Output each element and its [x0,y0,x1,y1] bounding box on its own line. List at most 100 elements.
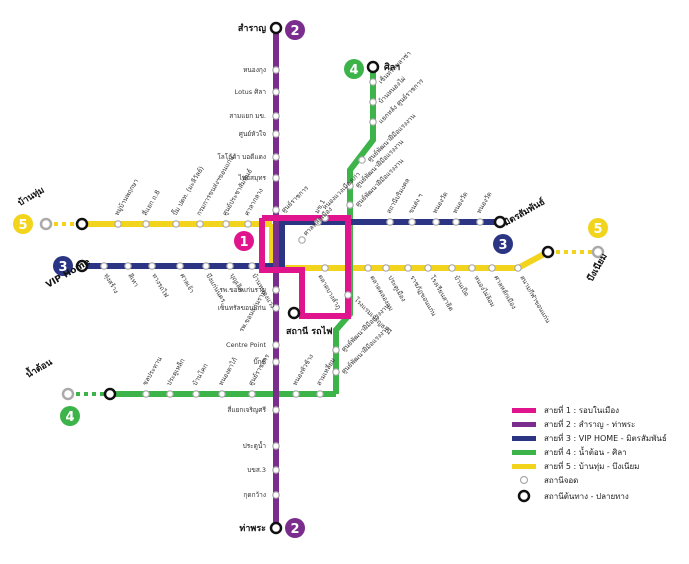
station-dot-l2-5[interactable] [272,174,280,182]
station-dot-l4v-6[interactable] [332,346,340,354]
station-label-l2-13: ประตูน้ำ [243,441,267,450]
station-dot-l4h-2[interactable] [192,390,200,398]
station-dot-l2-9[interactable] [272,304,280,312]
terminal-south[interactable] [269,521,283,535]
station-dot-l5e-6[interactable] [488,264,496,272]
station-dot-l3e-0[interactable] [314,218,322,226]
station-dot-l2-4[interactable] [272,153,280,161]
terminals [39,21,605,535]
station-dot-l4v-3[interactable] [358,156,366,164]
terminal-banthum[interactable] [75,217,89,231]
station-dot-l2-11[interactable] [272,358,280,366]
station-dot-l3w-5[interactable] [226,262,234,270]
terminal-namton-ext[interactable] [61,387,75,401]
line-4 [68,67,376,397]
terminal-viphome[interactable] [75,259,89,273]
station-label-l3e-5: หนองวัด [475,190,494,215]
station-dot-l4h-0[interactable] [142,390,150,398]
station-dot-l4h-1[interactable] [166,390,174,398]
station-dot-l3e-3[interactable] [432,218,440,226]
station-dot-l5e-2[interactable] [404,264,412,272]
station-label-l4h-2: บ้านโคก [191,362,210,387]
terminal-mitrsamphan[interactable] [493,215,507,229]
terminal-buengniam[interactable] [591,245,605,259]
station-dot-l4v-1[interactable] [369,98,377,106]
station-dot-l3w-4[interactable] [202,262,210,270]
svg-text:สถานีจอด: สถานีจอด [544,476,578,485]
station-dot-l2-13[interactable] [272,442,280,450]
station-dot-l1-3[interactable] [344,291,352,299]
label-banthum: บ้านทุ่ม [16,185,46,209]
station-dot-l2-1[interactable] [272,88,280,96]
station-dot-l3e-2[interactable] [408,218,416,226]
station-dot-l2-12[interactable] [272,406,280,414]
station-dot-l4h-5[interactable] [292,390,300,398]
badge-line-4-bottom [60,406,80,426]
station-dot-l4v-5[interactable] [346,201,354,209]
station-dot-l4h-4[interactable] [248,390,256,398]
label-south: ท่าพระ [239,523,266,534]
station-dot-l4v-0[interactable] [369,78,377,86]
station-dot-l4v-2[interactable] [369,118,377,126]
station-dot-l1-0[interactable] [298,236,306,244]
station-dot-l4h-3[interactable] [218,390,226,398]
station-dot-l5e-5[interactable] [468,264,476,272]
svg-text:4: 4 [349,63,358,78]
station-dot-l1-1[interactable] [321,214,329,222]
station-dot-l3w-1[interactable] [124,262,132,270]
station-dot-l3w-0[interactable] [100,262,108,270]
terminal-banthum-ext[interactable] [39,217,53,231]
station-label-l3w-3: ศาลเจ้า [178,272,196,295]
station-label-l1-2: ตลาดบางลำภู [316,273,342,311]
station-dot-l4v-4[interactable] [346,182,354,190]
station-dot-l5e-1[interactable] [382,264,390,272]
station-dot-l2-10[interactable] [272,341,280,349]
station-dot-l3e-4[interactable] [452,218,460,226]
badge-line-3-right [493,234,513,254]
station-dot-l5w-2[interactable] [142,220,150,228]
svg-text:5: 5 [18,218,27,233]
station-label-l2-8: รพ.ขอนแก่นราม [219,286,266,294]
terminal-namton[interactable] [103,387,117,401]
station-dot-l3w-2[interactable] [148,262,156,270]
station-dot-l5w-6[interactable] [244,220,252,228]
station-dot-l2-15[interactable] [272,491,280,499]
station-dot-l2-8[interactable] [272,286,280,294]
station-dot-l5e-0[interactable] [364,264,372,272]
station-dot-l5w-1[interactable] [114,220,122,228]
station-label-l2-1: Lotus ศิลา [235,88,267,96]
station-dot-l2-6[interactable] [272,206,280,214]
svg-text:สายที่ 3 : VIP HOME - มิตรสัมพ: สายที่ 3 : VIP HOME - มิตรสัมพันธ์ [544,432,667,443]
terminal-silaa[interactable] [366,60,380,74]
station-dot-l2-0[interactable] [272,66,280,74]
station-dot-l1-2[interactable] [321,264,329,272]
station-label-l3w-2: ทางรถไฟ [150,272,170,299]
terminal-north[interactable] [269,21,283,35]
terminal-dondu[interactable] [541,245,555,259]
station-label-l4h-3: หนองตาไก้ [217,356,239,387]
station-label-l4h-5: หนองหัวช้าง [291,353,315,387]
station-label-l4h-1: ประตูเหล็ก [164,357,187,387]
station-dot-l2-2[interactable] [272,112,280,120]
station-dot-l2-3[interactable] [272,130,280,138]
station-dot-l3w-3[interactable] [176,262,184,270]
station-label-l2-2: สามแยก มข. [229,112,266,120]
station-dot-l3e-1[interactable] [386,218,394,226]
svg-text:5: 5 [593,222,602,237]
station-dot-l5e-3[interactable] [424,264,432,272]
station-dot-l5w-4[interactable] [196,220,204,228]
station-label-l3w-0: ทุ่งสร้าง [102,272,120,295]
station-dot-l5e-4[interactable] [448,264,456,272]
station-dot-l3w-6[interactable] [248,262,256,270]
station-dot-l3e-5[interactable] [476,218,484,226]
station-dot-l5e-7[interactable] [514,264,522,272]
station-dot-l4v-7[interactable] [332,368,340,376]
station-dot-l5w-5[interactable] [222,220,230,228]
station-dot-l4h-6[interactable] [316,390,324,398]
terminal-rotfai[interactable] [287,306,301,320]
station-label-l3e-2: ขนส่ง ฯ [407,192,425,215]
station-dot-l2-14[interactable] [272,466,280,474]
station-dot-l5w-3[interactable] [172,220,180,228]
station-label-l2-10: Centre Point [226,341,266,349]
